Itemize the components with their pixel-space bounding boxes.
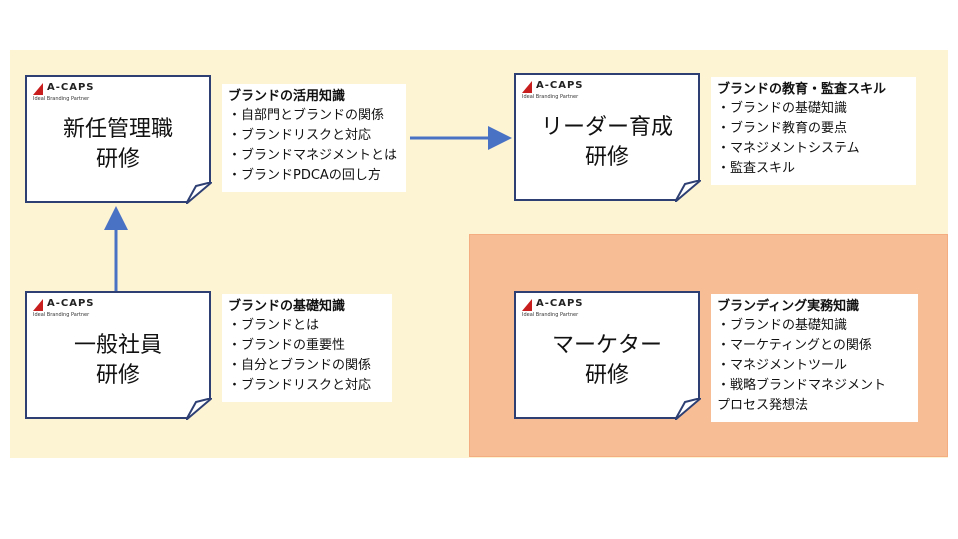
info-leader: ブランドの教育・監査スキル ・ブランドの基礎知識 ・ブランド教育の要点 ・マネジ… — [711, 77, 916, 185]
a-caps-logo: A-CAPS Ideal Branding Partner — [522, 80, 642, 105]
card-new-manager: A-CAPS Ideal Branding Partner 新任管理職 研修 — [25, 75, 212, 204]
card-title: マーケター 研修 — [551, 333, 662, 388]
list-item: ・ブランドマネジメントとは — [228, 148, 398, 163]
card-marketer: A-CAPS Ideal Branding Partner マーケター 研修 — [514, 291, 701, 420]
info-heading: ブランディング実務知識 — [717, 299, 860, 314]
list-item: ・ブランドとは — [228, 318, 320, 333]
list-item: ・監査スキル — [717, 161, 796, 176]
info-general: ブランドの基礎知識 ・ブランドとは ・ブランドの重要性 ・自分とブランドの関係 … — [222, 294, 392, 402]
logo-name: A-CAPS — [536, 80, 584, 91]
list-item: ・ブランドの基礎知識 — [717, 101, 848, 116]
info-heading: ブランドの教育・監査スキル — [717, 82, 887, 97]
info-list: ・ブランドの基礎知識 ・ブランド教育の要点 ・マネジメントシステム ・監査スキル — [717, 99, 910, 179]
page-curl-icon — [186, 182, 212, 204]
list-item: ・戦略ブランドマネジメント — [717, 378, 887, 393]
info-new-manager: ブランドの活用知識 ・自部門とブランドの関係 ・ブランドリスクと対応 ・ブランド… — [222, 84, 406, 192]
info-list: ・ブランドとは ・ブランドの重要性 ・自分とブランドの関係 ・ブランドリスクと対… — [228, 316, 386, 396]
list-item: ・マーケティングとの関係 — [717, 338, 872, 353]
logo-name: A-CAPS — [536, 298, 584, 309]
logo-mark-icon — [522, 299, 532, 311]
logo-tagline: Ideal Branding Partner — [522, 94, 579, 100]
list-item: ・マネジメントシステム — [717, 141, 860, 156]
a-caps-logo: A-CAPS Ideal Branding Partner — [33, 298, 153, 323]
card-title: 新任管理職 研修 — [62, 117, 173, 172]
card-title: 一般社員 研修 — [73, 333, 162, 388]
list-item: ・ブランドの基礎知識 — [717, 318, 848, 333]
a-caps-logo: A-CAPS Ideal Branding Partner — [33, 82, 153, 107]
logo-name: A-CAPS — [47, 298, 95, 309]
list-item: ・自部門とブランドの関係 — [228, 108, 385, 123]
info-list: ・ブランドの基礎知識 ・マーケティングとの関係 ・マネジメントツール ・戦略ブラ… — [717, 316, 912, 416]
page-curl-icon — [675, 398, 701, 420]
info-list: ・自部門とブランドの関係 ・ブランドリスクと対応 ・ブランドマネジメントとは ・… — [228, 106, 400, 186]
logo-mark-icon — [33, 83, 43, 95]
a-caps-logo: A-CAPS Ideal Branding Partner — [522, 298, 642, 323]
logo-mark-icon — [33, 299, 43, 311]
list-item: プロセス発想法 — [717, 398, 809, 413]
info-heading: ブランドの活用知識 — [228, 89, 346, 104]
logo-tagline: Ideal Branding Partner — [33, 312, 90, 318]
logo-tagline: Ideal Branding Partner — [33, 96, 90, 102]
card-title: リーダー育成 研修 — [540, 115, 673, 170]
info-heading: ブランドの基礎知識 — [228, 299, 346, 314]
page-curl-icon — [186, 398, 212, 420]
list-item: ・ブランドリスクと対応 — [228, 378, 372, 393]
list-item: ・自分とブランドの関係 — [228, 358, 372, 373]
page-curl-icon — [675, 180, 701, 202]
info-marketer: ブランディング実務知識 ・ブランドの基礎知識 ・マーケティングとの関係 ・マネジ… — [711, 294, 918, 422]
list-item: ・ブランド教育の要点 — [717, 121, 848, 136]
list-item: ・ブランドの重要性 — [228, 338, 346, 353]
list-item: ・ブランドリスクと対応 — [228, 128, 372, 143]
logo-name: A-CAPS — [47, 82, 95, 93]
logo-mark-icon — [522, 81, 532, 93]
card-general: A-CAPS Ideal Branding Partner 一般社員 研修 — [25, 291, 212, 420]
logo-tagline: Ideal Branding Partner — [522, 312, 579, 318]
list-item: ・マネジメントツール — [717, 358, 848, 373]
list-item: ・ブランドPDCAの回し方 — [228, 168, 381, 183]
card-leader: A-CAPS Ideal Branding Partner リーダー育成 研修 — [514, 73, 701, 202]
